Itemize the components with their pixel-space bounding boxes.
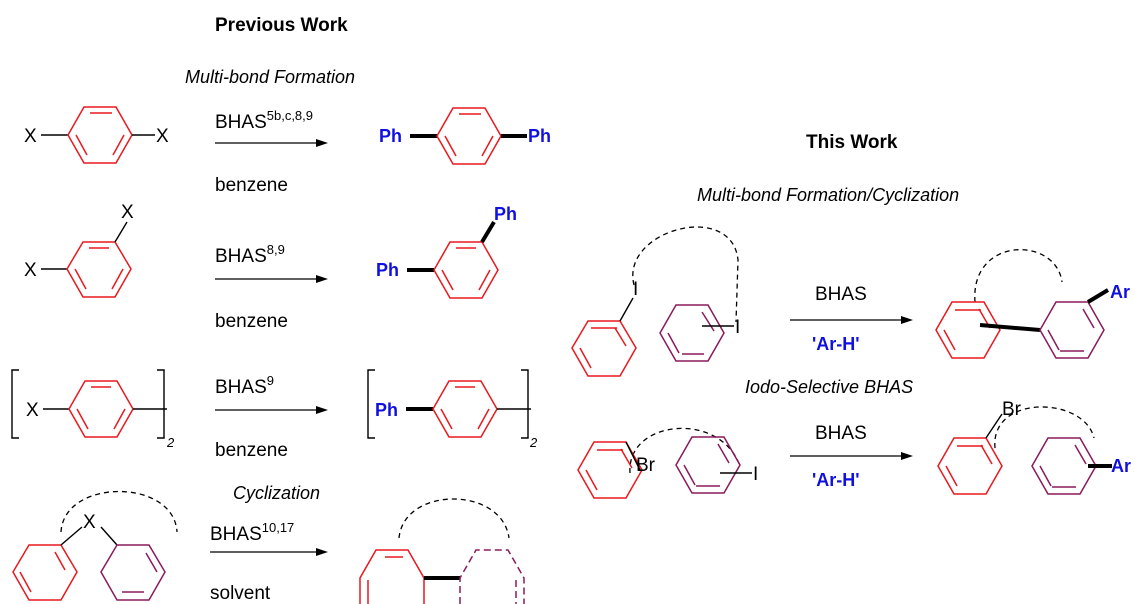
svg-text:benzene: benzene [215, 440, 288, 461]
svg-text:benzene: benzene [215, 175, 288, 196]
product-6: Br Ar [937, 399, 1131, 495]
svg-text:2: 2 [529, 435, 538, 450]
svg-text:X: X [24, 260, 37, 281]
svg-text:'Ar-H': 'Ar-H' [812, 470, 860, 490]
substrate-5: I I [571, 226, 740, 377]
arrow-5: BHAS 'Ar-H' [790, 284, 913, 354]
product-3: Ph 2 [367, 369, 538, 450]
svg-text:Br: Br [636, 455, 656, 476]
svg-text:I: I [753, 464, 758, 485]
svg-text:BHAS8,9: BHAS8,9 [215, 242, 285, 267]
subheading-multi-bond-cyclization: Multi-bond Formation/Cyclization [697, 185, 959, 205]
arrow-6: BHAS 'Ar-H' [790, 423, 913, 490]
svg-text:Ph: Ph [528, 126, 551, 146]
svg-text:solvent: solvent [210, 583, 271, 604]
svg-text:Br: Br [1002, 399, 1022, 420]
svg-text:Ph: Ph [494, 204, 517, 224]
svg-text:X: X [121, 202, 134, 223]
subheading-iodo-selective: Iodo-Selective BHAS [745, 377, 913, 397]
arrow-4: BHAS10,17 solvent [210, 520, 328, 604]
substrate-4: X [12, 491, 178, 601]
arrow-2: BHAS8,9 benzene [215, 242, 328, 332]
arrow-3: BHAS9 benzene [215, 373, 328, 461]
substrate-3: X 2 [11, 369, 175, 450]
svg-text:I: I [633, 279, 638, 300]
heading-previous-work: Previous Work [215, 15, 348, 36]
svg-text:BHAS: BHAS [815, 284, 867, 305]
svg-text:X: X [83, 512, 96, 533]
heading-this-work: This Work [806, 132, 898, 153]
svg-text:Ar: Ar [1111, 456, 1131, 476]
svg-text:BHAS: BHAS [815, 423, 867, 444]
svg-text:Ar: Ar [1110, 282, 1130, 302]
svg-text:Ph: Ph [379, 126, 402, 146]
svg-text:2: 2 [166, 435, 175, 450]
svg-text:BHAS9: BHAS9 [215, 373, 274, 398]
svg-text:X: X [26, 400, 39, 421]
atom-x-left: X [24, 126, 37, 147]
svg-text:'Ar-H': 'Ar-H' [812, 334, 860, 354]
svg-text:Ph: Ph [376, 260, 399, 280]
product-2: Ph Ph [376, 204, 517, 299]
substrate-6: Br I [577, 427, 758, 499]
subheading-cyclization: Cyclization [233, 483, 320, 503]
product-1: Ph Ph [379, 107, 551, 165]
substrate-1: X X [24, 106, 169, 164]
svg-text:Ph: Ph [375, 400, 398, 420]
svg-text:benzene: benzene [215, 311, 288, 332]
atom-x-right: X [156, 126, 169, 147]
arrow-1: BHAS5b,c,8,9 benzene [215, 108, 328, 196]
subheading-multi-bond: Multi-bond Formation [185, 67, 355, 87]
svg-text:I: I [735, 317, 740, 338]
product-4 [359, 498, 525, 604]
svg-text:BHAS5b,c,8,9: BHAS5b,c,8,9 [215, 108, 313, 133]
svg-text:BHAS10,17: BHAS10,17 [210, 520, 294, 545]
substrate-2: X X [24, 202, 134, 298]
product-5: Ar [935, 249, 1130, 359]
